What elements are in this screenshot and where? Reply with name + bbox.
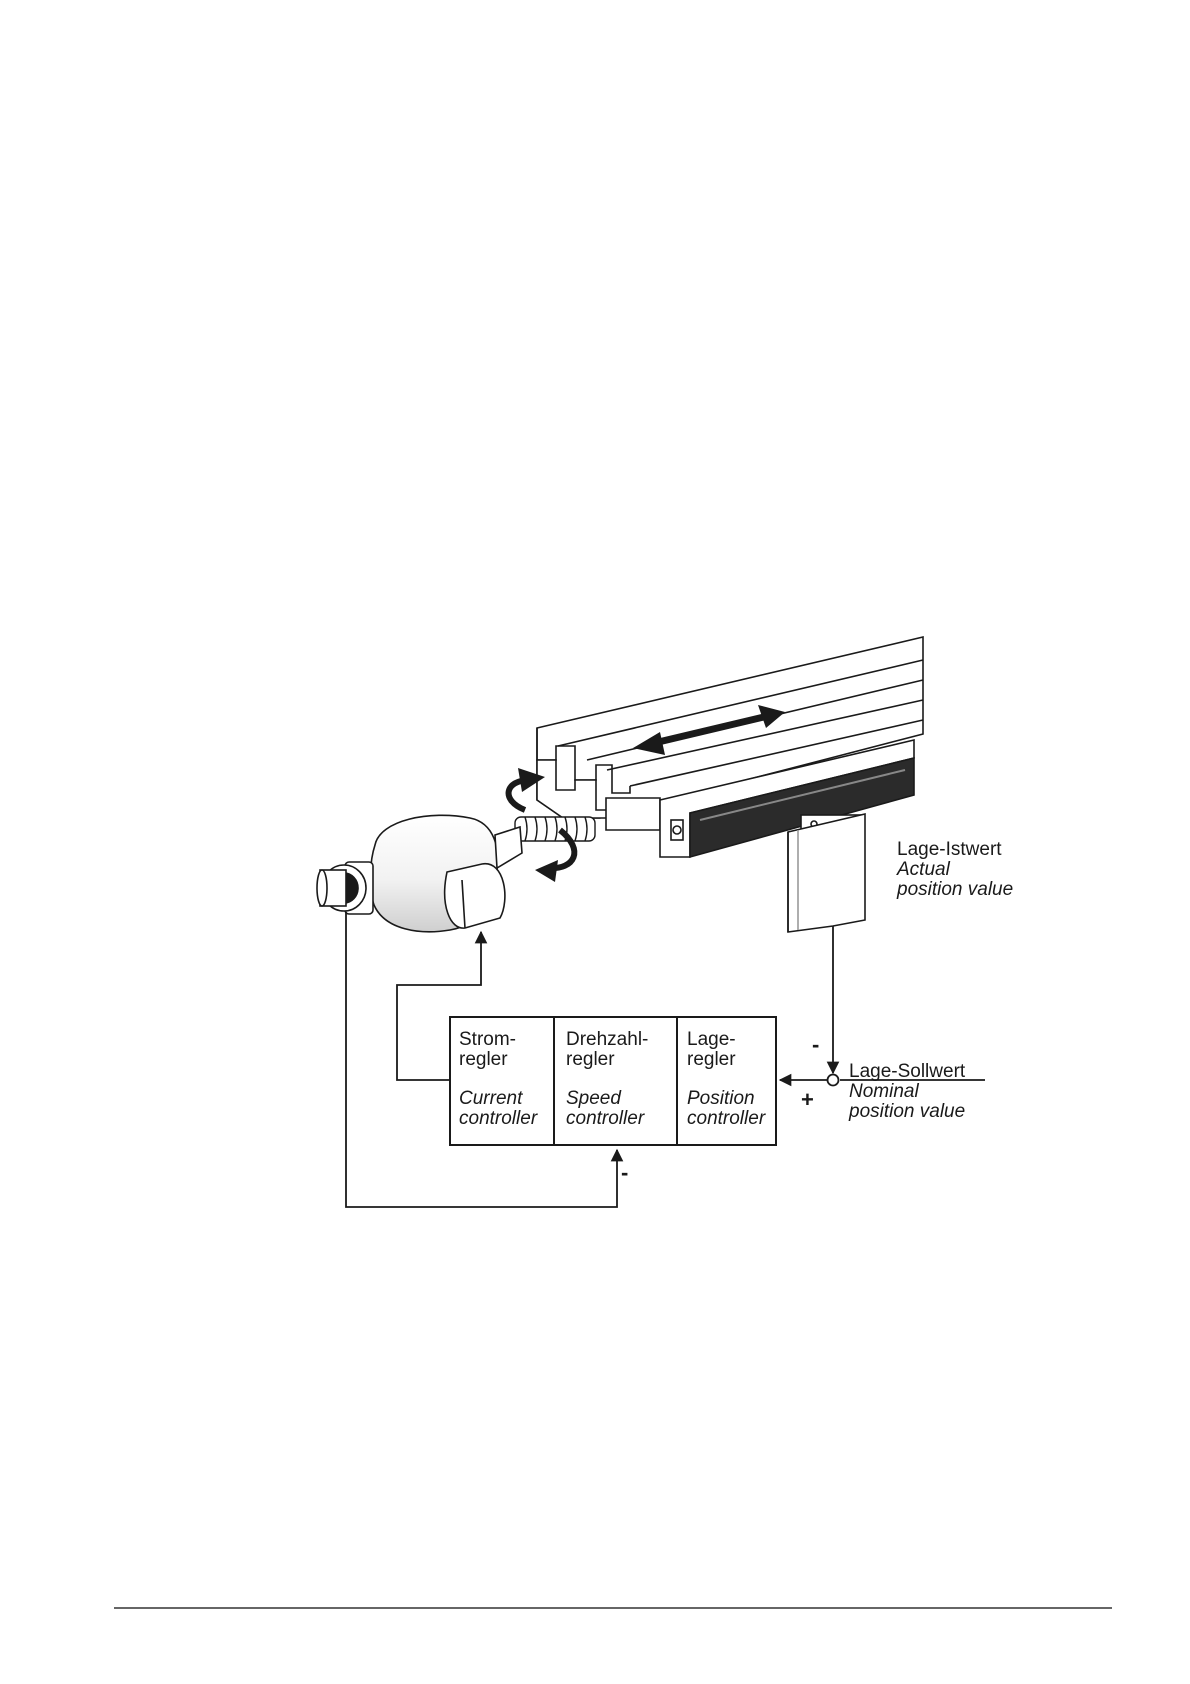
actual-value-label-en-1: Actual — [897, 860, 950, 880]
current-controller-label-de-1: Strom- — [459, 1030, 516, 1050]
ball-screw — [515, 817, 595, 841]
summing-point — [828, 1075, 839, 1086]
nominal-value-label-en-2: position value — [849, 1102, 965, 1122]
position-controller-label-de-1: Lage- — [687, 1030, 736, 1050]
speed-controller-label-de-2: regler — [566, 1050, 615, 1070]
minus-sign-speed: - — [621, 1160, 628, 1186]
current-controller-label-en-2: controller — [459, 1109, 537, 1129]
nominal-value-label-de: Lage-Sollwert — [849, 1062, 965, 1082]
actual-value-label-en-2: position value — [897, 880, 1013, 900]
current-controller-label-de-2: regler — [459, 1050, 508, 1070]
plus-sign-nominal: + — [801, 1087, 814, 1113]
rotation-arrowhead-bottom — [535, 860, 558, 882]
speed-controller-label-en-2: controller — [566, 1109, 644, 1129]
nominal-value-label-en-1: Nominal — [849, 1082, 919, 1102]
actual-value-label-de: Lage-Istwert — [897, 840, 1002, 860]
position-controller-label-en-2: controller — [687, 1109, 765, 1129]
speed-controller-label-en-1: Speed — [566, 1089, 621, 1109]
minus-sign-actual: - — [812, 1032, 819, 1058]
speed-controller-label-de-1: Drehzahl- — [566, 1030, 648, 1050]
servo-motor — [317, 815, 522, 931]
current-controller-label-en-1: Current — [459, 1089, 522, 1109]
position-controller-label-de-2: regler — [687, 1050, 736, 1070]
position-controller-label-en-1: Position — [687, 1089, 755, 1109]
